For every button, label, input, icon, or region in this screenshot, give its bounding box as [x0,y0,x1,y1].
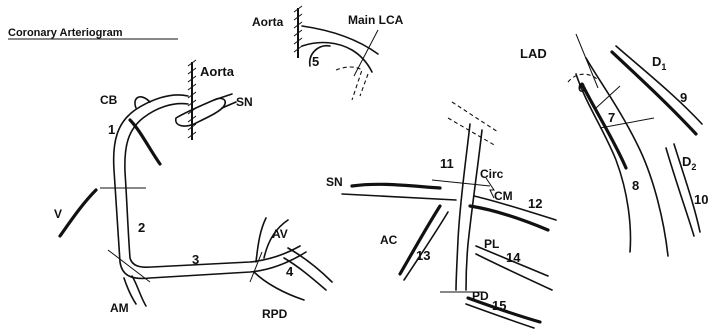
lad-label: LAD [520,46,547,61]
circ-label: Circ [480,167,504,181]
segment-10-label: 10 [694,192,708,207]
circ-dash-top-1 [452,102,498,132]
lad-divider-low [596,86,620,108]
segment-7-label: 7 [608,110,615,125]
segment-5-label: 5 [312,54,319,69]
pl-label: PL [484,237,499,251]
v-branch [60,190,96,236]
segment-12-label: 12 [528,196,542,211]
segment-3-label: 3 [192,252,199,267]
ac-label: AC [380,233,398,247]
lad-panel: LAD D1 D2 6 7 8 9 10 [520,34,708,256]
ac-branch [404,212,448,280]
segment-9-label: 9 [680,90,687,105]
lca-aorta-label: Aorta [252,15,284,29]
segment-15-label: 15 [492,298,506,313]
segment-8-label: 8 [632,178,639,193]
sn-branch-circ-b [342,194,456,200]
av-label: AV [272,227,288,241]
crossing-vessel-rca [130,120,160,164]
rca-aorta-label: Aorta [200,64,235,79]
rca-main-vessel-inner [125,104,300,268]
segment-1-label: 1 [108,122,115,137]
left-main-panel: Aorta Main LCA 5 [252,6,404,100]
segment-11-label: 11 [440,156,454,171]
segment-6-label: 6 [578,80,585,95]
segment-14-label: 14 [506,250,521,265]
cb-label: CB [100,93,118,107]
rca-main-vessel-outer [114,95,306,279]
lad-vessel-mid [582,84,626,168]
ac-branch-b [400,206,440,274]
sn-branch-circ [352,184,440,188]
segment-13-label: 13 [416,248,430,263]
right-coronary-panel: Aorta CB SN V AM AV RPD 1 [54,60,332,321]
circ-trunk-left [456,124,470,290]
v-label: V [54,207,62,221]
lca-dash-2 [360,74,368,96]
am-label: AM [110,301,129,315]
lca-vessel-outer [302,26,378,54]
circ-trunk-right [466,130,482,290]
d1-label: D1 [652,54,666,72]
main-lca-label: Main LCA [348,13,404,27]
cm-label: CM [494,189,513,203]
lca-dash-1 [336,67,362,100]
circ-dash-top-2 [448,118,496,146]
d2-label: D2 [682,154,696,172]
sn-branch-rca [176,98,226,126]
rpd-branch [254,272,304,300]
circ-pointer [486,178,494,198]
rpd-label: RPD [262,307,288,321]
diagram-title: Coronary Arteriogram [8,27,123,39]
segment-4-label: 4 [286,264,294,279]
circumflex-panel: SN Circ CM AC PL PD 11 12 13 14 15 [326,102,556,328]
segment-2-label: 2 [138,220,145,235]
sn-label-rca: SN [236,95,253,109]
pd-label: PD [472,289,489,303]
sn-label-circ: SN [326,175,343,189]
